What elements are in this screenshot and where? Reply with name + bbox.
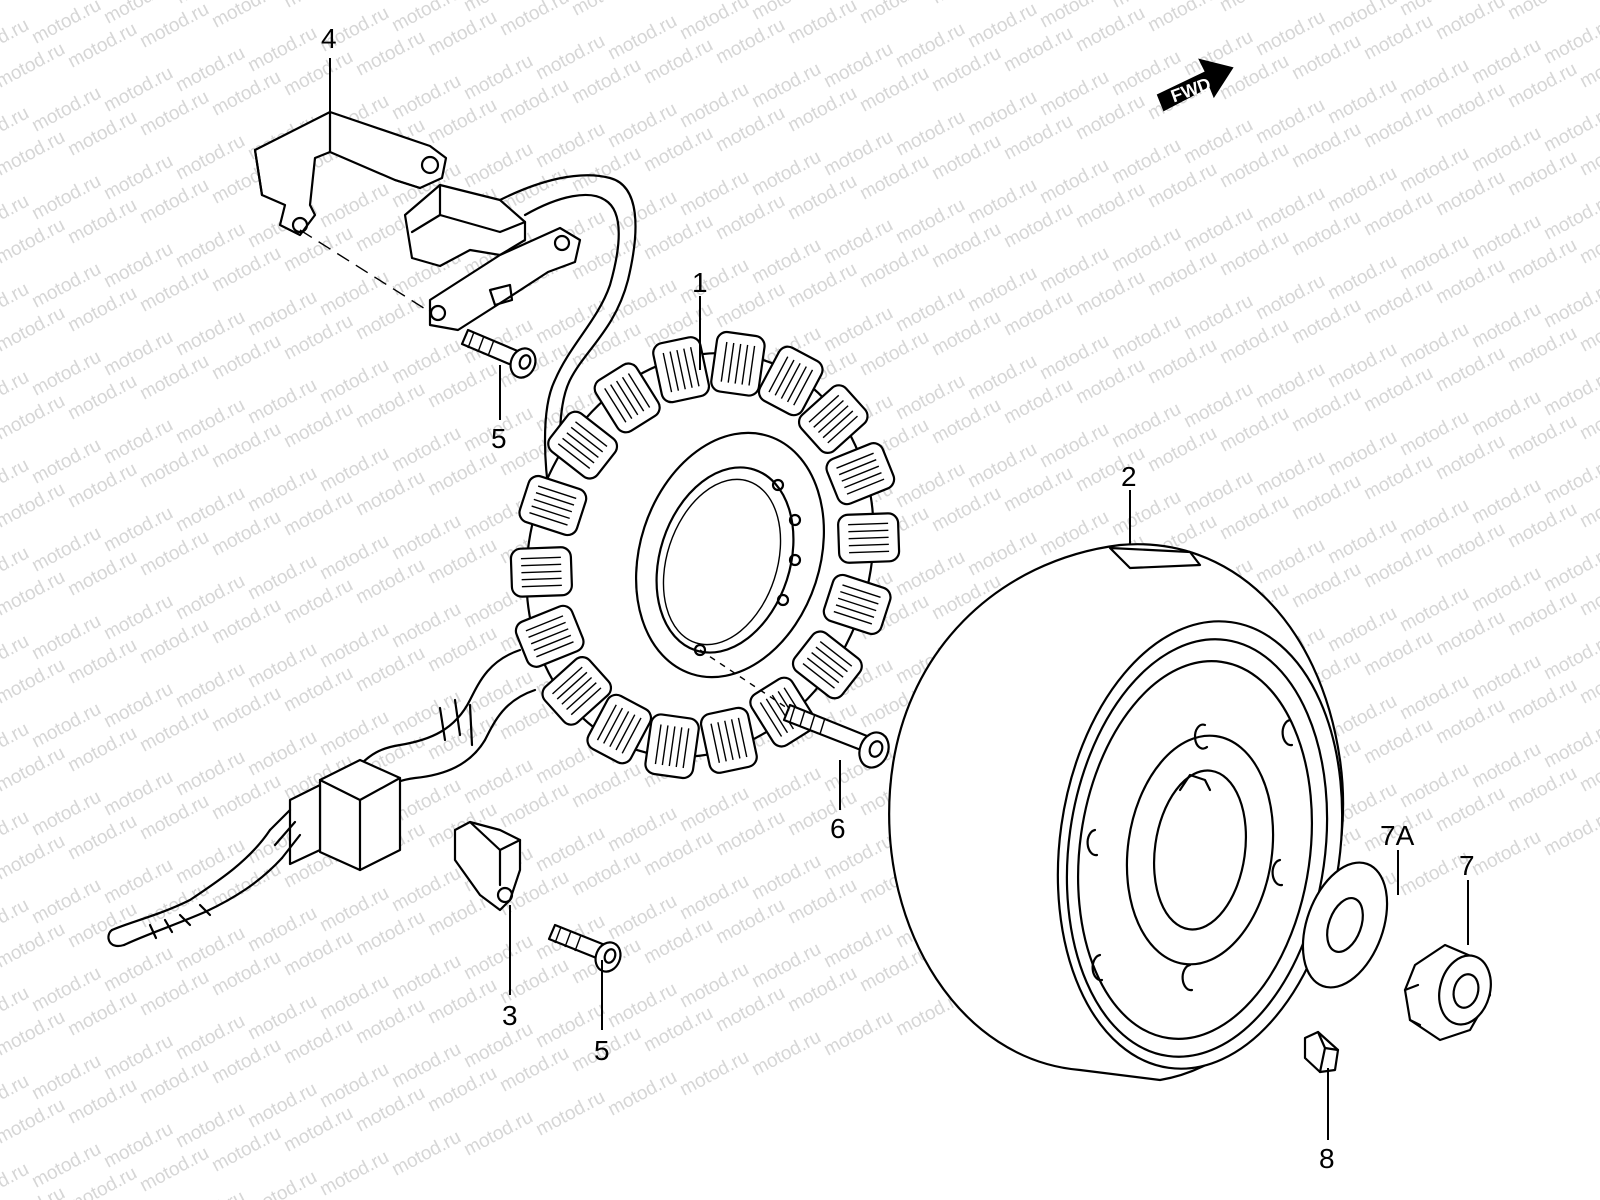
watermark-text: motod.ru [460, 1107, 536, 1161]
stator-pole [514, 604, 585, 668]
watermark-text: motod.ru [0, 39, 69, 93]
bolt-part-6 [699, 649, 890, 769]
washer-part-7a [1301, 861, 1389, 989]
watermark-text: motod.ru [1432, 0, 1508, 44]
watermark-text: motod.ru [0, 919, 69, 973]
watermark-text: motod.ru [0, 391, 69, 445]
watermark-text: motod.ru [0, 479, 69, 533]
watermark-text: motod.ru [1576, 0, 1600, 4]
callout-3: 3 [502, 1000, 518, 1031]
watermark-text: motod.ru [0, 1095, 69, 1149]
rotor-part-2 [888, 543, 1345, 1082]
plate-part-3 [453, 820, 522, 912]
stator-pole [825, 442, 896, 506]
watermark-text: motod.ru [676, 1047, 752, 1101]
watermark-text: motod.ru [568, 0, 644, 20]
screw-part-5-lower [547, 923, 622, 973]
stator-pole [710, 330, 766, 397]
callout-6: 6 [830, 813, 846, 844]
watermark-text: motod.ru [280, 0, 356, 12]
watermark-text: motod.ru [928, 0, 1004, 8]
watermark-text: motod.ru [1504, 0, 1580, 24]
watermark-text: motod.ru [0, 831, 69, 885]
watermark-text: motod.ru [1468, 827, 1544, 881]
watermark-text: motod.ru [0, 567, 69, 621]
watermark-text: motod.ru [0, 0, 69, 4]
stator-pole [593, 362, 661, 434]
stator-pole [837, 512, 901, 564]
nut-part-7 [1403, 943, 1492, 1042]
stator-pole [791, 630, 863, 700]
watermark-text: motod.ru [0, 1007, 69, 1061]
callout-7: 7 [1459, 850, 1475, 881]
watermark-text: motod.ru [0, 743, 69, 797]
leader-lines [329, 58, 1469, 1140]
watermark-text: motod.ru [0, 127, 69, 181]
callout-7a: 7A [1380, 820, 1415, 851]
callout-4: 4 [321, 23, 337, 54]
stator-pole [699, 706, 758, 774]
watermark-text: motod.ru [0, 655, 69, 709]
stator-pole [509, 546, 573, 598]
stator-pole [547, 410, 619, 480]
connector [268, 758, 402, 872]
bracket-part-4 [253, 110, 448, 237]
watermark-text: motod.ru [316, 1147, 392, 1200]
screw-part-5-upper [460, 328, 537, 379]
watermark-text: motod.ru [532, 1087, 608, 1141]
stator-pole [541, 656, 613, 726]
watermark-text: motod.ru [208, 0, 284, 32]
callout-2: 2 [1121, 461, 1137, 492]
stator-pole [586, 693, 653, 765]
stator-pole [518, 474, 588, 537]
watermark-text: motod.ru [0, 215, 69, 269]
callout-5-lower: 5 [594, 1035, 610, 1066]
watermark-text: motod.ru [0, 303, 69, 357]
key-part-8 [1303, 1030, 1340, 1074]
watermark-text: motod.ru [1144, 0, 1220, 36]
watermark-text: motod.ru [784, 0, 860, 48]
stator-pole [652, 336, 711, 404]
watermark-text: motod.ru [0, 1159, 33, 1200]
stator-pole [644, 713, 700, 780]
watermark-text: motod.ru [748, 1027, 824, 1081]
watermark-text: motod.ru [496, 0, 572, 40]
stator-pole [797, 384, 869, 454]
watermark-text: motod.ru [604, 1067, 680, 1121]
watermark-text: motod.ru [244, 1167, 320, 1200]
callout-8: 8 [1319, 1143, 1335, 1174]
pickup-coil [403, 183, 582, 332]
watermark-text: motod.ru [172, 1187, 248, 1200]
stator-pole [757, 345, 824, 417]
watermark-text: motod.ru [820, 1007, 896, 1061]
callout-labels: 4 1 5 2 6 3 5 7A 7 8 [321, 23, 1475, 1174]
stator-part-1 [509, 330, 901, 780]
stator-pole [822, 573, 892, 636]
watermark-text: motod.ru [1540, 807, 1600, 861]
watermark-text: motod.ru [1216, 0, 1292, 16]
watermark-text: motod.ru [856, 0, 932, 28]
callout-1: 1 [692, 267, 708, 298]
callout-5-upper: 5 [491, 423, 507, 454]
watermark-text: motod.ru [388, 1127, 464, 1181]
